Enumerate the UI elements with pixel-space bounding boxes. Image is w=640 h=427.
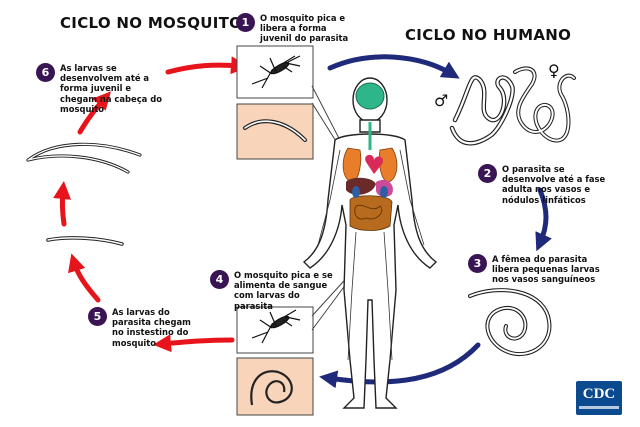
- bottom-inset-panels: [236, 265, 358, 416]
- male-symbol: ♂: [434, 91, 448, 110]
- step-text: A fêmea do parasita libera pequenas larv…: [492, 254, 600, 285]
- step-number-badge: 1: [236, 13, 255, 32]
- arrow-step6-to-step1: [165, 56, 249, 75]
- small-larva-illustration: [46, 236, 124, 246]
- step-3: 3 A fêmea do parasita libera pequenas la…: [468, 254, 608, 285]
- arrow-step5-to-larva: [68, 253, 101, 303]
- arrow-juvenile-to-step6: [77, 91, 112, 135]
- step-text: O mosquito pica e se alimenta de sangue …: [234, 270, 333, 311]
- human-cycle-arrows: [319, 54, 552, 389]
- step-text: As larvas do parasita chegam no instesti…: [112, 307, 191, 348]
- step-5: 5 As larvas do parasita chegam no instes…: [88, 307, 200, 348]
- arrow-adult-to-step2: [535, 187, 552, 252]
- microfilaria-illustration: [468, 288, 552, 357]
- arrow-step4-to-step5: [153, 334, 235, 353]
- step-number-badge: 6: [36, 63, 55, 82]
- title-mosquito-cycle: CICLO NO MOSQUITO: [60, 14, 243, 32]
- human-body-illustration: [302, 77, 438, 409]
- step-number-badge: 5: [88, 307, 107, 326]
- coiled-larva-illustration: [250, 370, 293, 406]
- step-text: O parasita se desenvolve até a fase adul…: [502, 164, 606, 205]
- step-number-badge: 2: [478, 164, 497, 183]
- mosquito-icon: [251, 309, 301, 344]
- step-number-badge: 3: [468, 254, 487, 273]
- step-2: 2 O parasita se desenvolve até a fase ad…: [478, 164, 608, 205]
- cdc-logo-fine-print: [579, 406, 619, 409]
- arrow-larva-to-step4: [319, 342, 481, 389]
- step-6: 6 As larvas se desenvolvem até a forma j…: [36, 63, 166, 114]
- cdc-logo: CDC: [576, 381, 622, 415]
- adult-worms-illustration: [449, 66, 576, 146]
- mosquito-icon: [251, 55, 301, 89]
- step-4: 4 O mosquito pica e se alimenta de sangu…: [210, 270, 338, 311]
- female-symbol: ♀: [548, 61, 560, 80]
- cdc-logo-text: CDC: [582, 386, 616, 402]
- step-number-badge: 4: [210, 270, 229, 289]
- title-human-cycle: CICLO NO HUMANO: [405, 26, 572, 44]
- step-1: 1 O mosquito pica e libera a forma juven…: [236, 13, 354, 44]
- mosquito-cycle-arrows: [53, 56, 249, 353]
- step-text: O mosquito pica e libera a forma juvenil…: [260, 13, 349, 44]
- juvenile-larva-illustration: [26, 142, 142, 174]
- step-text: As larvas se desenvolvem até a forma juv…: [60, 63, 162, 114]
- top-inset-panels: [236, 45, 348, 160]
- arrow-step1-to-adult: [327, 54, 460, 79]
- arrow-larva-to-juvenile: [53, 181, 72, 227]
